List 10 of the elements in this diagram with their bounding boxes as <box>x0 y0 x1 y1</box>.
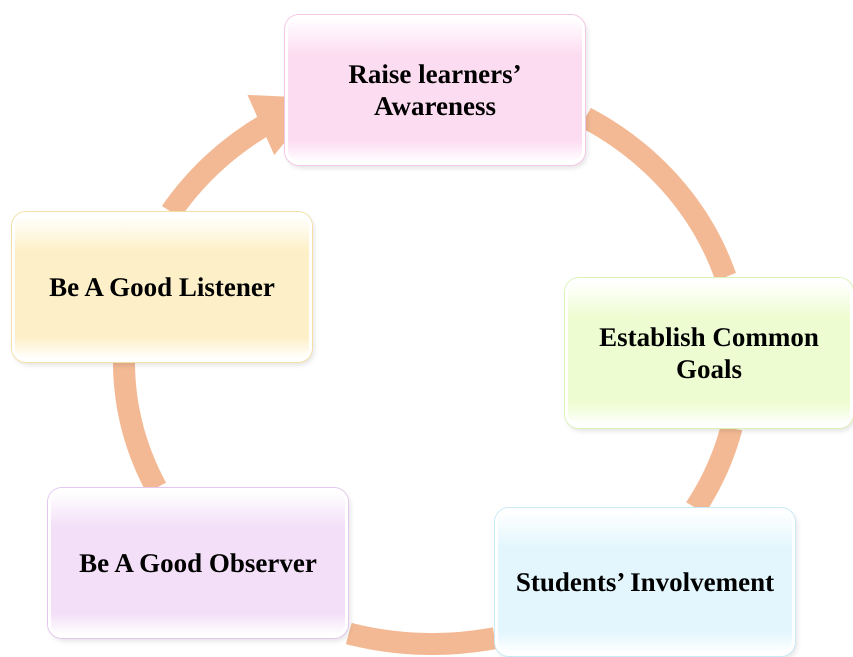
step-box <box>48 488 348 638</box>
step-box <box>285 15 585 165</box>
step-box <box>565 278 853 428</box>
step-box <box>12 212 312 362</box>
step-label: Raise learners’ Awareness <box>347 58 523 122</box>
step-label: Be A Good Observer <box>79 546 317 580</box>
step-label: Establish Common Goals <box>598 320 820 386</box>
step-label: Be A Good Listener <box>49 270 275 304</box>
step-box <box>495 508 795 656</box>
step-label: Students’ Involvement <box>516 566 774 598</box>
